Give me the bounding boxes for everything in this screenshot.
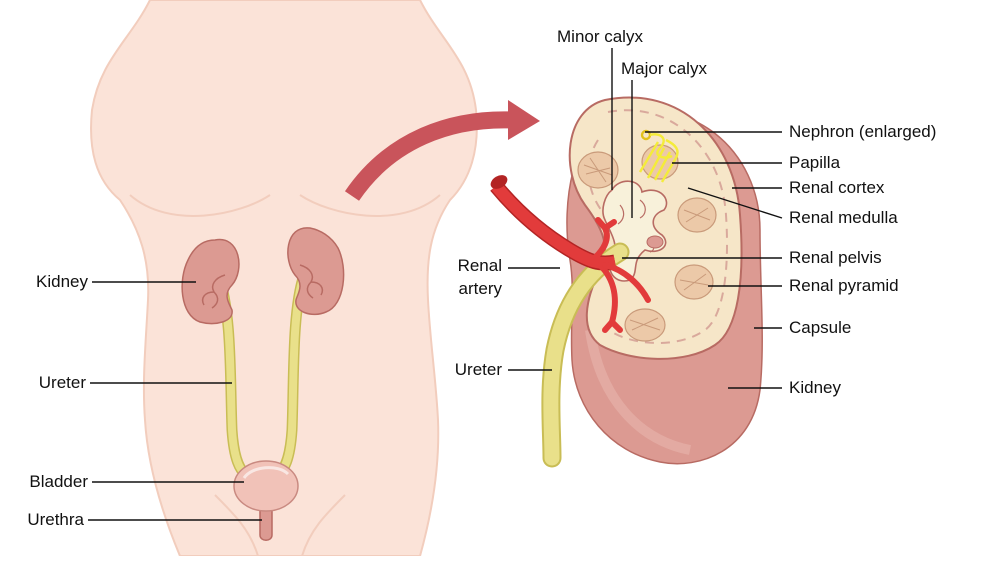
label-renal-pyramid: Renal pyramid (789, 276, 899, 296)
label-detail-ureter: Ureter (430, 360, 502, 380)
label-renal-medulla: Renal medulla (789, 208, 898, 228)
zoom-arrow-head (508, 100, 540, 140)
label-capsule: Capsule (789, 318, 851, 338)
label-body-urethra: Urethra (6, 510, 84, 530)
label-renal-cortex: Renal cortex (789, 178, 884, 198)
label-nephron: Nephron (enlarged) (789, 122, 936, 142)
label-body-ureter: Ureter (10, 373, 86, 393)
label-minor-calyx: Minor calyx (557, 27, 643, 47)
label-renal-artery-line2: artery (430, 279, 502, 299)
label-renal-artery-line1: Renal (430, 256, 502, 276)
label-body-bladder: Bladder (6, 472, 88, 492)
label-renal-pelvis: Renal pelvis (789, 248, 882, 268)
enlarged-kidney (488, 98, 762, 464)
label-papilla: Papilla (789, 153, 840, 173)
label-body-kidney: Kidney (10, 272, 88, 292)
label-major-calyx: Major calyx (621, 59, 707, 79)
label-detail-kidney: Kidney (789, 378, 841, 398)
